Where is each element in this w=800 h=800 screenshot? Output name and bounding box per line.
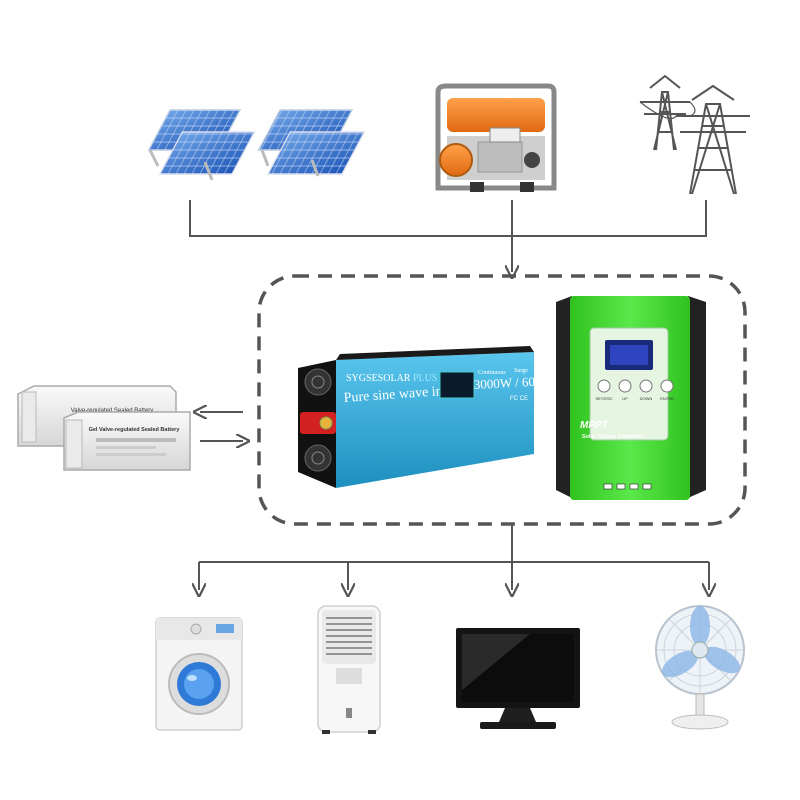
inverter-unit: SYGSESOLAR PLUS Pure sine wave inverter … — [298, 346, 561, 488]
controller-subtitle: Solar Charge Controller — [582, 434, 645, 440]
enter-button[interactable] — [660, 379, 674, 393]
set-esc-button[interactable] — [597, 379, 611, 393]
up-label: UP — [622, 396, 628, 401]
set-esc-label: SET/ESC — [595, 396, 612, 401]
electric-fan-icon — [655, 605, 745, 730]
down-label: DOWN — [640, 396, 653, 401]
system-dashed-box — [257, 274, 747, 526]
inverter-display — [439, 371, 475, 399]
fan-icon — [304, 368, 332, 396]
power-grid-icon — [639, 74, 750, 195]
inverter-brand: SYGSESOLAR PLUS — [346, 373, 437, 384]
status-leds — [603, 483, 652, 490]
continuous-label: Continuous — [478, 370, 506, 376]
fan-icon — [304, 444, 332, 472]
source-connector — [189, 200, 707, 237]
surge-label: Surge — [514, 368, 528, 374]
generator-icon — [435, 83, 557, 192]
mounting-bracket-left — [556, 296, 572, 498]
monitor-icon — [456, 628, 580, 729]
cert-marks: FC CE — [510, 396, 528, 402]
down-button[interactable] — [639, 379, 653, 393]
controller-buttons: SET/ESC UP DOWN ENTER — [595, 379, 674, 401]
air-cooler-icon — [317, 605, 381, 734]
inverter-rating: 3000W / 6000W — [473, 372, 561, 392]
battery-icon: Valve-regulated Sealed Battery Gel Valve… — [17, 385, 191, 471]
solar-panels-icon — [147, 109, 366, 181]
inverter-body — [336, 352, 534, 488]
washing-machine-icon — [155, 617, 243, 731]
connector-lines — [189, 200, 709, 590]
enter-label: ENTER — [660, 396, 674, 401]
mounting-bracket-right — [688, 296, 706, 498]
battery-back-label: Valve-regulated Sealed Battery — [71, 408, 154, 414]
battery-front-label: Gel Valve-regulated Sealed Battery — [89, 427, 181, 433]
mppt-controller: SET/ESC UP DOWN ENTER MPPT Solar Charge … — [556, 296, 706, 500]
up-button[interactable] — [618, 379, 632, 393]
controller-title: MPPT — [580, 420, 609, 431]
